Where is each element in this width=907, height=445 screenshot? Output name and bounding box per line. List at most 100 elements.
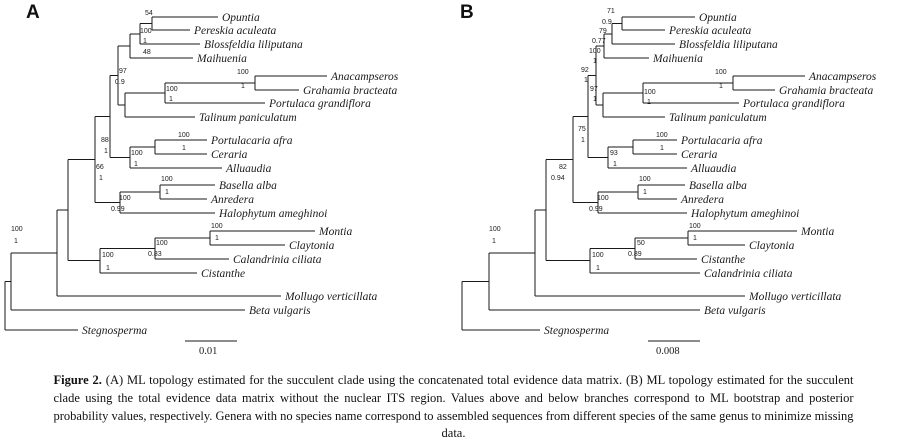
- support-value: 88: [101, 137, 109, 144]
- taxon-label: Montia: [800, 226, 834, 238]
- caption-lead: Figure 2.: [53, 373, 102, 387]
- support-value: 48: [143, 49, 151, 56]
- taxon-label: Basella alba: [219, 180, 277, 192]
- support-value: 1: [596, 265, 600, 272]
- taxon-label: Claytonia: [749, 240, 795, 252]
- taxon-label: Stegnosperma: [82, 325, 147, 337]
- taxon-label: Stegnosperma: [544, 325, 609, 337]
- taxon-label: Calandrinia ciliata: [704, 268, 793, 280]
- support-value: 1: [584, 77, 588, 84]
- taxon-label: Portulaca grandiflora: [268, 98, 371, 110]
- taxon-label: Halophytum ameghinoi: [218, 208, 327, 220]
- taxon-label: Ceraria: [211, 149, 248, 161]
- panel-b-label: B: [460, 2, 474, 23]
- taxon-label: Anredera: [210, 194, 254, 206]
- taxon-label: Talinum paniculatum: [199, 112, 297, 124]
- support-value: 0.9: [115, 79, 125, 86]
- support-value: 93: [610, 150, 618, 157]
- support-value: 100: [715, 69, 727, 76]
- support-value: 100: [211, 223, 223, 230]
- support-value: 100: [119, 195, 131, 202]
- support-value: 1: [660, 145, 664, 152]
- support-value: 1: [134, 161, 138, 168]
- support-value: 100: [131, 150, 143, 157]
- taxon-label: Portulaca grandiflora: [742, 98, 845, 110]
- support-value: 100: [644, 89, 656, 96]
- support-value: 1: [693, 235, 697, 242]
- support-value: 71: [607, 8, 615, 15]
- support-value: 100: [597, 195, 609, 202]
- taxon-label: Anacampseros: [808, 71, 877, 83]
- support-value: 1: [581, 137, 585, 144]
- taxon-label: Blossfeldia liliputana: [204, 39, 303, 51]
- support-value: 0.89: [628, 251, 642, 258]
- taxon-label: Opuntia: [699, 12, 737, 24]
- support-value: 1: [215, 235, 219, 242]
- support-value: 75: [578, 126, 586, 133]
- support-value: 50: [637, 240, 645, 247]
- support-value: 1: [14, 238, 18, 245]
- taxon-label: Grahamia bracteata: [779, 85, 873, 97]
- support-value: 0.83: [148, 251, 162, 258]
- support-value: 100: [11, 226, 23, 233]
- taxon-label: Basella alba: [689, 180, 747, 192]
- support-value: 54: [145, 10, 153, 17]
- taxon-label: Pereskia aculeata: [668, 25, 752, 37]
- support-value: 0.94: [551, 175, 565, 182]
- support-value: 100: [178, 132, 190, 139]
- support-value: 1: [593, 58, 597, 65]
- support-value: 1: [613, 161, 617, 168]
- support-value: 1: [643, 189, 647, 196]
- figure-caption: Figure 2. (A) ML topology estimated for …: [54, 372, 854, 443]
- taxon-label: Claytonia: [289, 240, 335, 252]
- support-value: 97: [590, 86, 598, 93]
- taxon-label: Alluaudia: [690, 163, 737, 175]
- taxon-label: Cistanthe: [701, 254, 745, 266]
- taxon-label: Anredera: [680, 194, 724, 206]
- taxon-label: Grahamia bracteata: [303, 85, 397, 97]
- support-value: 0.99: [589, 206, 603, 213]
- support-value: 100: [156, 240, 168, 247]
- taxon-label: Ceraria: [681, 149, 718, 161]
- taxon-label: Alluaudia: [225, 163, 272, 175]
- taxon-label: Montia: [318, 226, 352, 238]
- support-value: 92: [581, 67, 589, 74]
- support-value: 100: [237, 69, 249, 76]
- taxon-label: Portulacaria afra: [210, 135, 293, 147]
- support-value: 97: [119, 68, 127, 75]
- taxon-label: Blossfeldia liliputana: [679, 39, 778, 51]
- caption-body: (A) ML topology estimated for the succul…: [53, 373, 854, 441]
- taxon-label: Portulacaria afra: [680, 135, 763, 147]
- scale-label: 0.008: [656, 346, 680, 357]
- support-value: 0.77: [592, 38, 606, 45]
- taxon-label: Mollugo verticillata: [748, 291, 842, 303]
- support-value: 1: [241, 83, 245, 90]
- support-value: 66: [96, 164, 104, 171]
- support-value: 0.99: [111, 206, 125, 213]
- taxon-label: Anacampseros: [330, 71, 399, 83]
- taxon-label: Beta vulgaris: [704, 305, 766, 317]
- taxon-label: Calandrinia ciliata: [233, 254, 322, 266]
- taxon-label: Maihuenia: [196, 53, 247, 65]
- panel-a-label: A: [26, 2, 40, 23]
- support-value: 82: [559, 164, 567, 171]
- support-value: 1: [169, 96, 173, 103]
- taxon-label: Cistanthe: [201, 268, 245, 280]
- support-value: 100: [592, 252, 604, 259]
- taxon-label: Halophytum ameghinoi: [690, 208, 799, 220]
- taxon-label: Opuntia: [222, 12, 260, 24]
- support-value: 100: [102, 252, 114, 259]
- support-value: 100: [689, 223, 701, 230]
- support-value: 1: [104, 148, 108, 155]
- support-value: 1: [719, 83, 723, 90]
- support-value: 1: [143, 38, 147, 45]
- support-value: 1: [647, 99, 651, 106]
- support-value: 1: [99, 175, 103, 182]
- support-value: 100: [161, 176, 173, 183]
- taxon-label: Beta vulgaris: [249, 305, 311, 317]
- taxon-label: Mollugo verticillata: [284, 291, 378, 303]
- support-value: 79: [599, 28, 607, 35]
- scale-label: 0.01: [199, 346, 217, 357]
